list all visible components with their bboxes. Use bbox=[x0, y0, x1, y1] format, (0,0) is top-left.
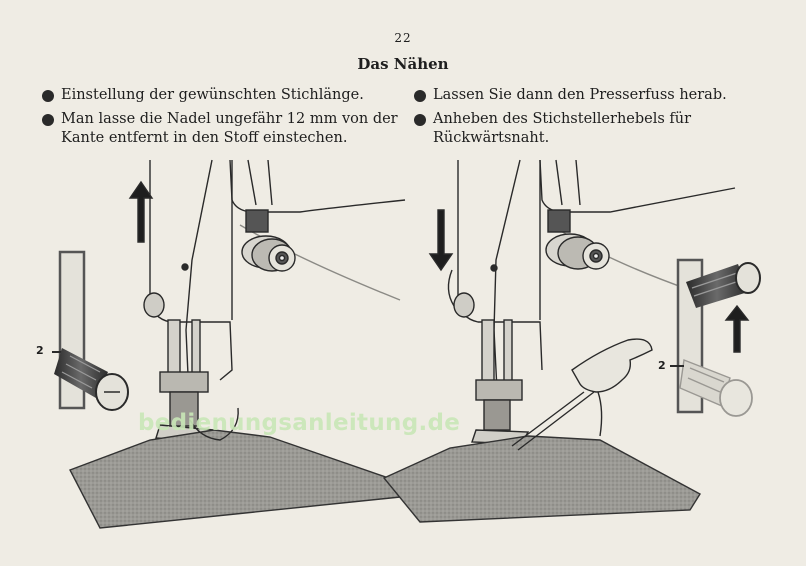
instruction-text: Einstellung der gewünschten Stichlänge. bbox=[61, 87, 364, 103]
instruction-item: Man lasse die Nadel ungefähr 12 mm von d… bbox=[42, 110, 402, 148]
instruction-text: Man lasse die Nadel ungefähr 12 mm von d… bbox=[61, 111, 398, 146]
section-title: Das Nähen bbox=[357, 55, 449, 73]
arrow-up-icon bbox=[724, 304, 750, 353]
stitch-dial-icon bbox=[241, 209, 296, 272]
fabric-icon bbox=[69, 429, 412, 529]
instructions-right-column: Lassen Sie dann den Presserfuss herab. A… bbox=[414, 86, 784, 153]
bullet-dot-icon bbox=[414, 114, 426, 126]
instruction-text: Anheben des Stichstellerhebels für Rückw… bbox=[433, 111, 692, 146]
callout-label-right: 2 bbox=[658, 359, 666, 372]
bullet-dot-icon bbox=[414, 90, 426, 102]
right-illustration bbox=[382, 159, 761, 523]
left-illustration bbox=[52, 159, 412, 529]
instruction-item: Lassen Sie dann den Presserfuss herab. bbox=[414, 86, 784, 105]
instruction-text: Lassen Sie dann den Presserfuss herab. bbox=[433, 87, 727, 103]
page-number: 22 bbox=[394, 31, 412, 45]
bullet-dot-icon bbox=[42, 114, 54, 126]
reverse-lever-knob-raised-icon bbox=[686, 262, 761, 308]
instructions-left-column: Einstellung der gewünschten Stichlänge. … bbox=[42, 86, 402, 153]
instruction-item: Einstellung der gewünschten Stichlänge. bbox=[42, 86, 402, 105]
arrow-down-icon bbox=[428, 209, 454, 272]
reverse-lever-knob-icon bbox=[54, 348, 129, 411]
reverse-lever-knob-ghost-icon bbox=[679, 359, 753, 417]
sewing-illustrations bbox=[52, 159, 761, 529]
fabric-icon bbox=[382, 435, 701, 523]
bullet-dot-icon bbox=[42, 90, 54, 102]
callout-label-left: 2 bbox=[36, 344, 44, 357]
arrow-up-icon bbox=[128, 180, 154, 243]
watermark: bedienungsanleitung.de bbox=[138, 410, 461, 436]
stitch-dial-icon bbox=[545, 209, 610, 270]
hand-icon bbox=[571, 338, 653, 393]
instruction-item: Anheben des Stichstellerhebels für Rückw… bbox=[414, 110, 784, 148]
